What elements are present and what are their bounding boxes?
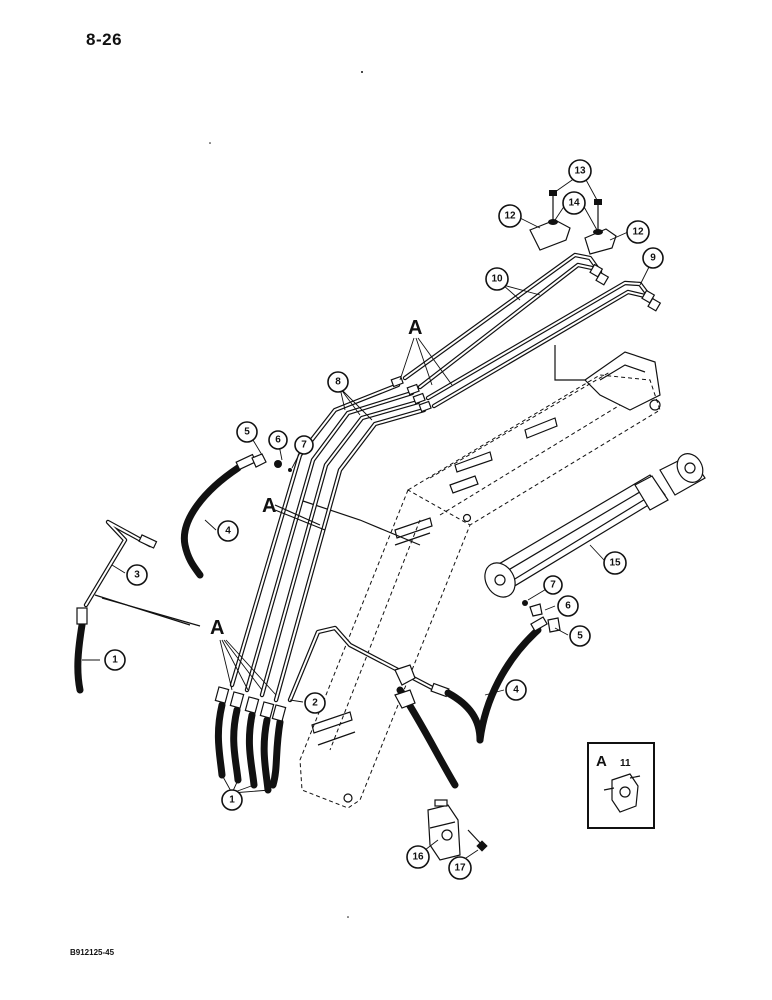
callout-9: 9: [642, 247, 664, 269]
callout-8: 8: [327, 371, 349, 393]
svg-text:6: 6: [565, 601, 571, 612]
clamp-16: [427, 799, 488, 861]
detail-letter: A: [596, 753, 607, 770]
svg-text:16: 16: [412, 852, 424, 863]
svg-text:8: 8: [335, 377, 341, 388]
svg-text:13: 13: [574, 166, 586, 177]
svg-text:6: 6: [275, 435, 281, 446]
callout-10: 10: [485, 267, 509, 291]
section-A-markers: A A A: [101, 317, 453, 696]
boom-tubes: [229, 252, 662, 703]
callout-2: 2: [304, 692, 326, 714]
callout-16: 16: [406, 845, 430, 869]
callout-5a: 5: [236, 421, 258, 443]
callout-leaders: [82, 177, 651, 863]
svg-text:2: 2: [312, 698, 318, 709]
section-label-low: A: [210, 617, 224, 639]
svg-text:5: 5: [244, 427, 250, 438]
callout-1b: 1: [221, 789, 243, 811]
callout-5b: 5: [569, 625, 591, 647]
callout-6b: 6: [557, 595, 579, 617]
callout-1a: 1: [104, 649, 126, 671]
svg-text:12: 12: [504, 211, 516, 222]
svg-text:3: 3: [134, 570, 140, 581]
svg-text:14: 14: [568, 198, 580, 209]
svg-text:4: 4: [513, 685, 519, 696]
callout-13: 13: [568, 159, 592, 183]
section-label-top: A: [408, 317, 422, 339]
hoses-1: [74, 607, 287, 794]
boom: [299, 345, 661, 809]
callout-15: 15: [603, 551, 627, 575]
svg-text:9: 9: [650, 253, 656, 264]
boom-cylinder: [484, 453, 706, 598]
callout-4a: 4: [217, 520, 239, 542]
svg-text:7: 7: [550, 580, 556, 591]
detail-number: 11: [620, 758, 631, 769]
svg-text:1: 1: [112, 655, 118, 666]
svg-text:12: 12: [632, 227, 644, 238]
svg-text:10: 10: [491, 274, 503, 285]
detail-box-A: A 11: [587, 742, 655, 829]
svg-text:17: 17: [454, 863, 466, 874]
tube-2-and-hose-4-right: [287, 600, 561, 789]
callout-12a: 12: [498, 204, 522, 228]
callout-12b: 12: [626, 220, 650, 244]
callout-4b: 4: [505, 679, 527, 701]
hose-4-left: [180, 453, 292, 579]
section-label-mid: A: [262, 495, 276, 517]
svg-text:4: 4: [225, 526, 231, 537]
callout-17: 17: [448, 856, 472, 880]
callout-3: 3: [126, 564, 148, 586]
figure-code: B912125-45: [70, 948, 115, 957]
page-number: 8-26: [86, 30, 123, 49]
svg-text:5: 5: [577, 631, 583, 642]
svg-text:1: 1: [229, 795, 235, 806]
svg-text:15: 15: [609, 558, 621, 569]
callout-7b: 7: [543, 575, 563, 595]
callout-6a: 6: [268, 430, 288, 450]
svg-text:7: 7: [301, 440, 307, 451]
callout-7a: 7: [294, 435, 314, 455]
callout-14: 14: [562, 191, 586, 215]
